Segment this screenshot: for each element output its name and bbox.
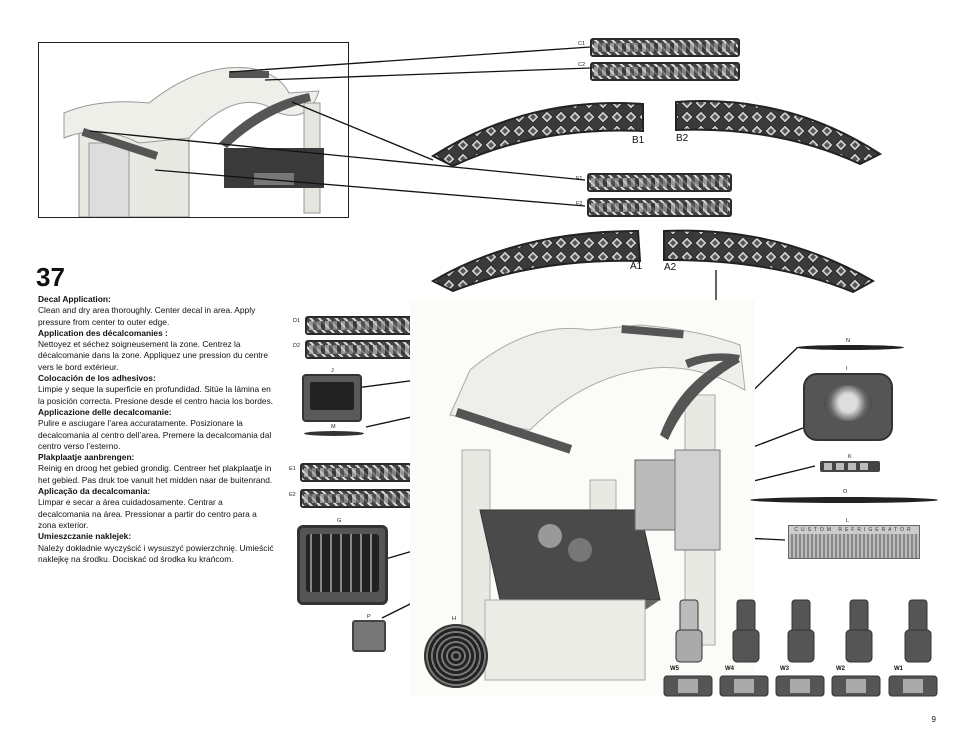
label-w2: W2: [836, 666, 845, 672]
instruction-body-pt: Limpar e secar a área cuidadosamente. Ce…: [38, 497, 257, 530]
decal-a1: [430, 229, 642, 293]
decal-c1: [590, 38, 740, 57]
label-e1: E1: [289, 466, 296, 472]
instructions-block: Decal Application: Clean and dry area th…: [38, 294, 274, 565]
decal-g: [297, 525, 388, 605]
decal-f2: [587, 198, 732, 217]
decal-l: CUSTOM REFRIGERATOR: [788, 525, 920, 559]
step-number: 37: [36, 262, 65, 292]
decal-h: [424, 624, 488, 688]
arched-decals: [430, 100, 883, 294]
label-n: N: [846, 338, 850, 344]
label-d2: D2: [293, 343, 301, 349]
instruction-heading-pl: Umieszczanie naklejek:: [38, 531, 132, 542]
label-w4: W4: [725, 666, 734, 672]
label-m: M: [331, 424, 336, 430]
decal-m: [304, 431, 364, 436]
instruction-body-nl: Reinig en droog het gebied grondig. Cent…: [38, 463, 273, 485]
decal-i: [803, 373, 893, 441]
label-f2: F2: [576, 201, 583, 207]
decal-c2: [590, 62, 740, 81]
decal-b1: [430, 102, 644, 168]
decal-j: [302, 374, 362, 422]
label-o: O: [843, 489, 848, 495]
instruction-heading-fr: Application des décalcomanies :: [38, 327, 168, 338]
label-w5: W5: [670, 666, 679, 672]
label-p: P: [367, 614, 371, 620]
label-g: G: [337, 518, 342, 524]
instruction-heading-en: Decal Application:: [38, 294, 111, 304]
instruction-body-it: Pulire e asciugare l’area accuratamente.…: [38, 418, 272, 451]
decal-e1: [300, 463, 445, 482]
w-knobs: [663, 599, 938, 697]
instruction-heading-it: Applicazione delle decalcomanie:: [38, 406, 172, 417]
instruction-body-es: Limpie y seque la superficie en profundi…: [38, 384, 274, 406]
page-number: 9: [931, 715, 936, 724]
label-l: L: [846, 518, 850, 524]
instruction-heading-nl: Plakplaatje aanbrengen:: [38, 452, 135, 463]
label-w3: W3: [780, 666, 789, 672]
decal-k: [820, 461, 880, 472]
inset-kitchen-closeup: [39, 43, 348, 217]
label-c2: C2: [578, 62, 586, 68]
label-h: H: [452, 616, 456, 622]
decal-f1: [587, 173, 732, 192]
instruction-body-pl: Należy dokładnie wyczyścić i wysuszyć po…: [38, 542, 274, 564]
label-w1: W1: [894, 666, 903, 672]
instruction-heading-pt: Aplicação da decalcomania:: [38, 486, 151, 497]
label-b1: B1: [632, 135, 645, 146]
label-i: I: [846, 366, 848, 372]
decal-a2: [663, 229, 876, 294]
label-a2: A2: [664, 262, 677, 273]
custom-plate-text: CUSTOM REFRIGERATOR: [789, 526, 919, 534]
decal-o: [750, 497, 938, 503]
label-c1: C1: [578, 41, 586, 47]
decal-b2: [675, 100, 883, 166]
inset-illustration: [38, 42, 349, 218]
decal-p: [352, 620, 386, 652]
label-a1: A1: [630, 261, 643, 272]
instruction-body-en: Clean and dry area thoroughly. Center de…: [38, 305, 256, 327]
label-k: K: [848, 454, 852, 460]
label-e2: E2: [289, 492, 296, 498]
instruction-body-fr: Nettoyez et séchez soigneusement la zone…: [38, 339, 269, 372]
decal-e2: [300, 489, 445, 508]
label-j: J: [331, 368, 334, 374]
label-b2: B2: [676, 133, 689, 144]
label-d1: D1: [293, 318, 301, 324]
decal-n: [796, 345, 904, 350]
label-f1: F1: [576, 176, 583, 182]
instruction-heading-es: Colocación de los adhesivos:: [38, 373, 156, 384]
